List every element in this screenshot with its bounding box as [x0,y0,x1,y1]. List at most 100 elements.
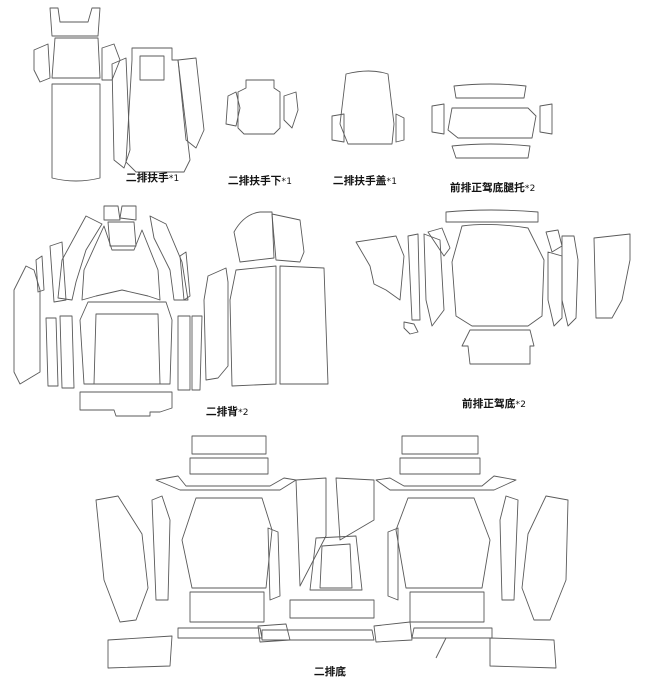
back-arch [81,225,161,301]
label-rear-back-qty: *2 [238,408,249,418]
armrest-long-right [177,57,205,149]
base-left-small [403,321,419,335]
rear-base-right-cut-line [435,637,447,659]
rear-base-right-side-2 [387,527,399,601]
base-right-strip-1 [545,229,563,253]
base-seat-panel [451,223,545,327]
rear-base-center-right-tab [373,621,413,643]
base-right-strip-2 [561,235,579,327]
label-rear-armrest-lower: 二排扶手下*1 [228,173,292,188]
base-right-outer [593,233,631,319]
rear-base-right-bottom [411,627,493,639]
back-main-panel [79,301,173,385]
rear-base-left-headrest [191,435,267,455]
rear-base-right-headrest [401,435,479,455]
back-right-wing [149,215,189,301]
back-right-main-left [229,265,277,387]
rear-base-left-side-2 [267,527,281,601]
rear-armrest-lower-pieces [225,79,299,135]
base-right-strip-3 [547,251,563,327]
label-rear-armrest-lower-qty: *1 [281,177,293,187]
armrest-long-left [111,57,131,169]
rear-armrest-pieces [33,7,205,182]
armrest-upper-panel [51,37,101,79]
base-left-strip-3 [427,227,451,257]
rear-base-center-right [335,477,375,541]
base-top-strip [445,209,539,223]
back-right-wing-upper-2 [271,213,305,263]
leg-rest-top [453,83,527,99]
rear-base-right-side-1 [499,495,519,601]
label-front-leg-rest: 前排正驾底腿托*2 [450,180,536,195]
label-rear-armrest-cover: 二排扶手盖*1 [333,173,397,188]
base-left-strip-1 [407,233,421,321]
back-right-strip [179,251,191,301]
rear-base-center-strip [261,629,375,641]
back-right-outer [203,267,229,381]
rear-base-center-plate [289,599,375,619]
armrest-main-panel [51,83,101,182]
base-left-outer [355,235,405,301]
cover-main [339,70,395,145]
rear-base-center-column [309,535,363,591]
rear-base-right-headrest-2 [399,457,481,475]
back-right-narrow-2 [191,315,203,391]
rear-base-left-outer [95,495,149,623]
base-left-strip-2 [423,233,445,327]
rear-base-left-flap [107,635,173,669]
armrest-lower-right-wing [283,91,299,129]
armrest-side-left [33,43,51,83]
rear-base-right-front [409,591,485,623]
rear-base-left-bottom [177,627,263,639]
front-leg-rest-pieces [431,83,553,159]
rear-base-left-seat [181,497,273,589]
back-left-outer-strip [35,255,45,293]
rear-base-left-front [189,591,265,623]
leg-rest-bottom [451,143,531,159]
back-left-narrow-1 [45,317,59,387]
rear-base-left-headrest-2 [189,457,269,475]
leg-rest-right-side [539,103,553,135]
rear-base-left-wing [155,475,297,491]
rear-armrest-cover-pieces [331,70,405,145]
back-right-narrow-1 [177,315,191,391]
rear-base-center-left-tab [257,623,291,643]
rear-back-pieces [13,205,329,417]
back-left-narrow-2 [59,315,75,389]
label-rear-armrest-cover-qty: *1 [386,177,398,187]
front-seat-base-pieces [355,209,631,365]
armrest-frame [125,47,191,173]
back-right-wing-upper [233,211,275,263]
back-header-center [107,221,137,247]
armrest-top-piece [49,7,101,37]
base-front-panel [461,329,535,365]
label-rear-armrest-lower-text: 二排扶手下 [228,175,282,187]
back-left-wing [57,215,103,301]
label-rear-armrest-cover-text: 二排扶手盖 [333,175,387,187]
label-rear-back-text: 二排背 [206,406,239,418]
cover-right-flap [395,113,405,143]
back-left-strip [49,241,67,303]
armrest-lower-body [237,79,281,135]
label-rear-armrest: 二排扶手*1 [126,170,179,185]
leg-rest-main [447,107,537,139]
cover-left-flap [331,113,345,143]
label-front-seat-base-text: 前排正驾底 [462,398,516,410]
label-front-seat-base: 前排正驾底*2 [462,396,526,411]
leg-rest-left-side [431,103,445,135]
label-front-seat-base-qty: *2 [515,400,527,410]
back-top-tab [103,205,137,221]
armrest-side-right [101,43,121,81]
back-bottom-piece [79,391,173,417]
back-left-outer [13,265,41,385]
label-rear-base-text: 二排底 [314,666,347,678]
rear-base-pieces [95,435,569,669]
rear-base-right-outer [521,495,569,621]
label-rear-back: 二排背*2 [206,404,249,419]
label-rear-armrest-qty: *1 [168,174,180,184]
rear-base-center-left [295,477,327,587]
label-rear-armrest-text: 二排扶手 [126,172,169,184]
label-front-leg-rest-text: 前排正驾底腿托 [450,182,525,194]
rear-base-right-wing [375,475,517,491]
